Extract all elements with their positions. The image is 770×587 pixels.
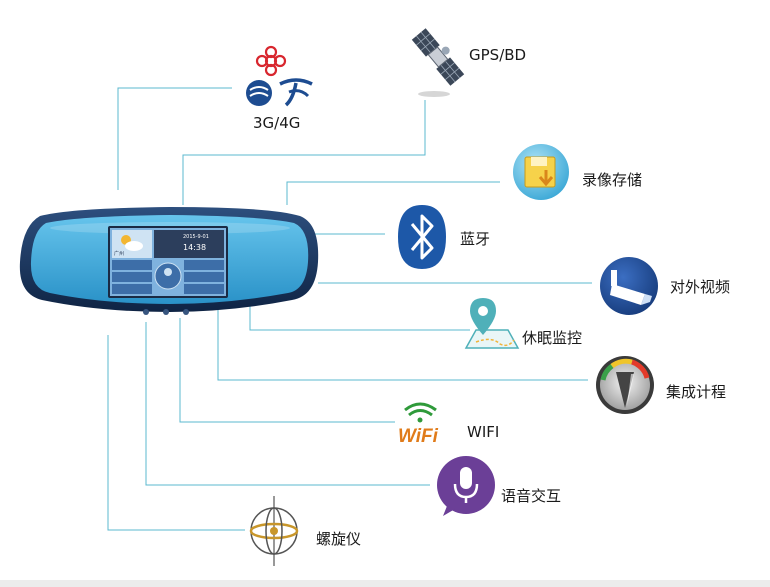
- label-bluetooth: 蓝牙: [460, 230, 491, 248]
- hardware-button[interactable]: [163, 309, 169, 315]
- operators-logo: [246, 45, 313, 107]
- hardware-button[interactable]: [143, 309, 149, 315]
- connector-lines: [107, 87, 592, 531]
- label-wifi: WIFI: [467, 423, 500, 441]
- screen-menu-button[interactable]: [112, 272, 152, 282]
- connector-voice: [145, 322, 430, 486]
- rearview-mirror-device: 广州 2015-9-01 14:38: [19, 207, 319, 315]
- wifi-icon: WiFi: [398, 402, 439, 447]
- screen-menu-button[interactable]: [112, 260, 152, 270]
- connector-recording: [286, 181, 500, 205]
- screen-date: 2015-9-01: [183, 234, 209, 240]
- connector-meter: [217, 310, 588, 381]
- label-gps: GPS/BD: [469, 46, 527, 64]
- screen-menu-button[interactable]: [184, 272, 224, 282]
- hardware-button[interactable]: [183, 309, 189, 315]
- bluetooth-icon: [398, 205, 446, 269]
- speedometer-icon: [596, 356, 654, 414]
- label-sleep: 休眠监控: [522, 329, 583, 347]
- label-video: 对外视频: [670, 278, 731, 296]
- label-network: 3G/4G: [253, 114, 301, 132]
- satellite-icon: [411, 28, 465, 86]
- connector-sleep: [249, 304, 470, 331]
- floppy-disk-icon: [513, 144, 569, 200]
- screen-menu: [112, 260, 224, 294]
- connector-wifi: [179, 318, 395, 423]
- screen-clock-tile: [154, 230, 224, 258]
- bottom-strip: [0, 580, 770, 587]
- connector-gyro: [107, 335, 245, 531]
- screen-menu-button[interactable]: [112, 284, 152, 294]
- label-gyro: 螺旋仪: [316, 530, 362, 548]
- label-recording: 录像存储: [582, 171, 643, 189]
- china-telecom-icon: [279, 78, 313, 107]
- map-pin-icon: [464, 298, 520, 349]
- label-voice: 语音交互: [501, 487, 562, 505]
- screen-time: 14:38: [183, 243, 206, 252]
- screen-menu-button[interactable]: [184, 284, 224, 294]
- microphone-icon: [437, 456, 495, 516]
- svg-text:WiFi: WiFi: [398, 426, 439, 447]
- camera-icon: [600, 257, 658, 315]
- china-unicom-icon: [255, 45, 287, 77]
- gyroscope-icon: [249, 496, 299, 566]
- label-meter: 集成计程: [666, 383, 727, 401]
- connector-network: [117, 87, 232, 190]
- connector-gps: [182, 100, 426, 205]
- screen-city: 广州: [114, 250, 124, 257]
- screen-menu-button[interactable]: [184, 260, 224, 270]
